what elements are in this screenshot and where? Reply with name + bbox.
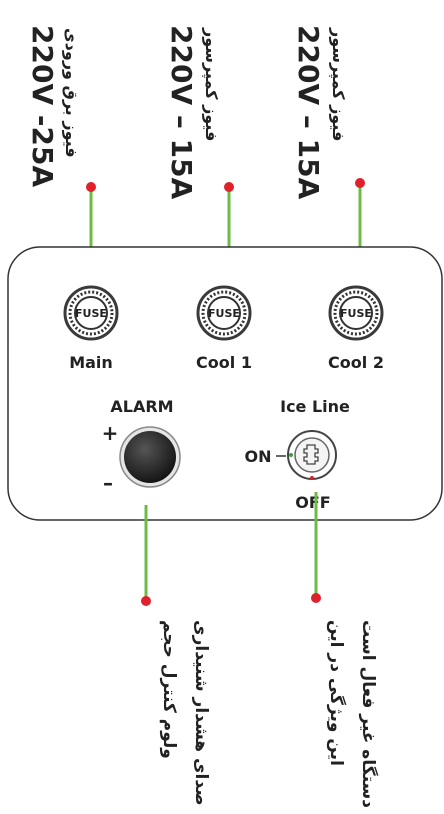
iceline-label: Ice Line: [280, 397, 350, 416]
switch-on-indicator: [289, 453, 293, 457]
alarm-note-line1: ولوم کنترل حجم: [159, 620, 179, 759]
leader-dot-cool2: [355, 178, 365, 188]
iceline-off-label: OFF: [295, 493, 330, 512]
fuse-cool1-label: Cool 1: [196, 353, 252, 372]
fuse-cool2-annotation: 220V – 15A فیوز کمپرسور: [292, 25, 348, 200]
alarm-note-line2: صدای هشدار شنیداری: [191, 620, 211, 806]
fuse-cool2-rating: 220V – 15A: [292, 25, 325, 200]
bottom-leaders: [141, 492, 321, 606]
fuse-holder-main[interactable]: FUSE: [63, 285, 119, 341]
fuse-cap: [207, 296, 241, 330]
leader-dot-cool1: [224, 182, 234, 192]
fuse-main-annotation: 220V -25A فیوز برق ورودی: [26, 25, 81, 187]
fuse-knurl-ring: [201, 290, 247, 336]
fuse-cool1-rating: 220V – 15A: [165, 25, 198, 200]
iceline-rotary-switch[interactable]: [287, 430, 337, 480]
alarm-volume-knob[interactable]: [119, 426, 181, 488]
alarm-note: ولوم کنترل حجم صدای هشدار شنیداری: [159, 620, 211, 806]
fuse-main-description: فیوز برق ورودی: [62, 28, 81, 158]
iceline-note: این ویژگی در این دستگاه غیر فعال است: [326, 620, 379, 808]
fuse-cool2-label: Cool 2: [328, 353, 384, 372]
knob-cap: [124, 431, 176, 483]
alarm-minus-sign: –: [103, 471, 113, 495]
fuse-cool1-description: فیوز کمپرسور: [201, 27, 221, 141]
fuse-cap-label: FUSE: [75, 307, 107, 320]
iceline-note-line2: دستگاه غیر فعال است: [358, 620, 379, 808]
iceline-on-label: ON: [245, 447, 272, 466]
leader-dot-main: [86, 182, 96, 192]
fuse-cap-label: FUSE: [340, 307, 372, 320]
fuse-cool1-annotation: 220V – 15A فیوز کمپرسور: [165, 25, 221, 200]
fuse-cap: [339, 296, 373, 330]
switch-off-indicator: [310, 476, 314, 480]
fuse-knurl-ring: [333, 290, 379, 336]
switch-key-icon: [303, 444, 319, 465]
alarm-plus-sign: +: [102, 421, 119, 445]
leader-dot-alarm: [141, 596, 151, 606]
fuse-main-rating: 220V -25A: [26, 25, 59, 187]
fuse-cap: [74, 296, 108, 330]
alarm-label: ALARM: [110, 397, 173, 416]
fuse-main-label: Main: [69, 353, 113, 372]
leader-dot-iceline: [311, 593, 321, 603]
fuse-cap-label: FUSE: [208, 307, 240, 320]
fuse-cool2-description: فیوز کمپرسور: [328, 27, 348, 141]
iceline-note-line1: این ویژگی در این: [326, 620, 347, 766]
fuse-knurl-ring: [68, 290, 114, 336]
fuse-holder-cool1[interactable]: FUSE: [196, 285, 252, 341]
fuse-holder-cool2[interactable]: FUSE: [328, 285, 384, 341]
switch-inner-ring: [294, 437, 330, 473]
